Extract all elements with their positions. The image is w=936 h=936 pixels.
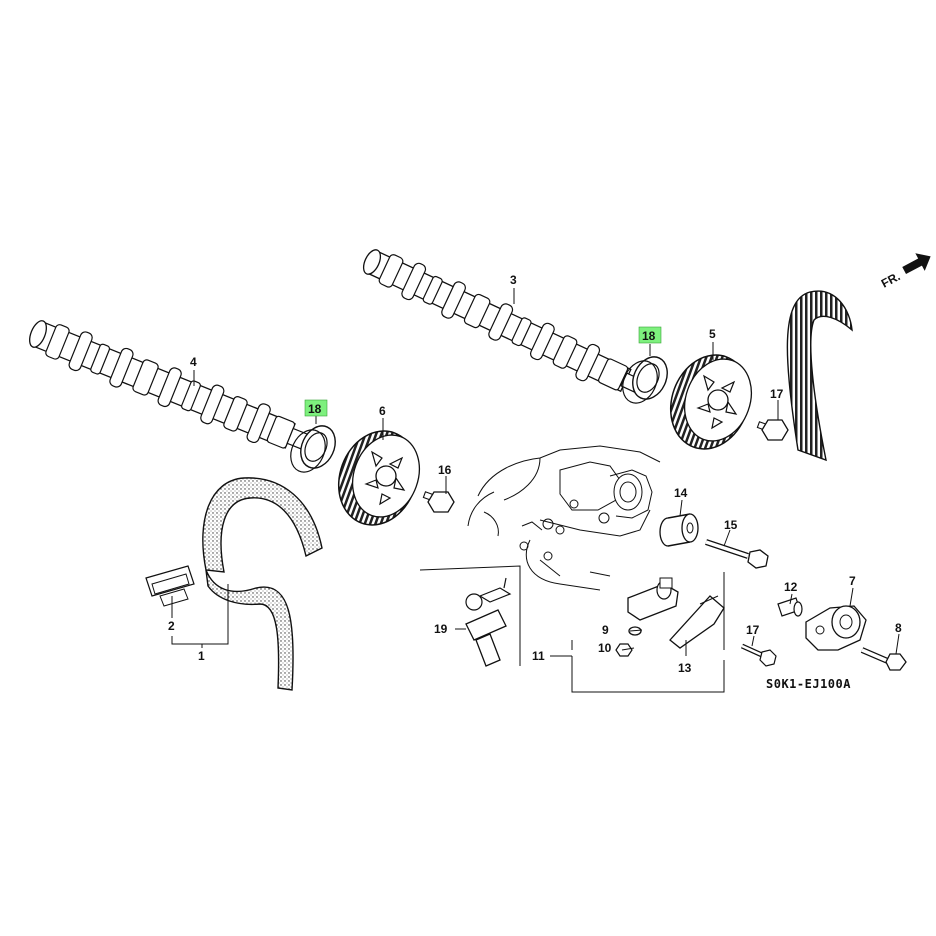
idler-bolt [705, 539, 769, 569]
idler-pulley [659, 513, 699, 547]
camshaft-upper [362, 249, 643, 394]
pulley-bolt-upper [756, 419, 789, 441]
timing-belt [202, 477, 323, 691]
oil-seal-lower [290, 425, 336, 473]
tensioner-collar [777, 597, 803, 617]
oil-seal-upper [622, 356, 668, 404]
callout-4: 4 [190, 355, 197, 369]
callout-17-upper: 18 [642, 329, 656, 343]
front-arrow: FR. [879, 253, 931, 291]
callout-18-lower: 17 [746, 623, 760, 637]
timing-belt-right [786, 290, 853, 462]
front-arrow-icon [902, 253, 931, 275]
tensioner-pulley [805, 605, 867, 651]
callout-12: 12 [784, 580, 798, 594]
camshaft-pulley-lower [337, 430, 420, 526]
camshaft-pulley-upper [669, 354, 752, 450]
callout-14: 14 [674, 486, 688, 500]
callout-17-lower: 18 [308, 402, 322, 416]
tensioner-bracket [669, 595, 725, 649]
callout-1: 1 [198, 649, 205, 663]
group-bracket-11 [571, 572, 725, 693]
callout-2: 2 [168, 619, 175, 633]
engine-block [467, 445, 661, 591]
hydraulic-tensioner [627, 577, 679, 621]
callout-15: 15 [724, 518, 738, 532]
tensioner-stud-bolt [740, 643, 777, 667]
callout-3: 3 [510, 273, 517, 287]
tensioner-bolt [860, 647, 907, 671]
callout-6: 6 [379, 404, 386, 418]
front-label: FR. [879, 269, 903, 290]
callout-19: 19 [434, 622, 448, 636]
belt-label-plate [145, 565, 195, 607]
callout-10: 10 [598, 641, 612, 655]
auto-tensioner [465, 577, 512, 667]
callout-9: 9 [602, 623, 609, 637]
callout-5: 5 [709, 327, 716, 341]
callout-18-upper: 17 [770, 387, 784, 401]
highlight-17-upper [638, 326, 662, 344]
callout-8: 8 [895, 621, 902, 635]
diagram-code: S0K1-EJ100A [766, 677, 851, 691]
callout-7: 7 [849, 574, 856, 588]
callout-13: 13 [678, 661, 692, 675]
callout-16-lower: 16 [438, 463, 452, 477]
highlight-17-lower [304, 399, 328, 417]
leader-lines [171, 288, 900, 657]
pulley-bolt-lower [422, 491, 455, 513]
inset-frame-19 [419, 565, 521, 666]
callout-11: 11 [532, 649, 545, 663]
camshaft-lower [29, 320, 309, 451]
